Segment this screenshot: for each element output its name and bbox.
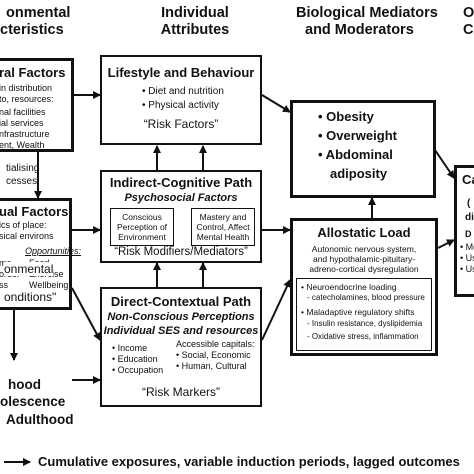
allostatic-desc-2: and hypothalamic-pituitary-	[312, 254, 416, 264]
between-text-2: cesses	[6, 176, 38, 187]
direct-right-label: Accessible capitals:	[176, 339, 255, 349]
conscious-line-1: Conscious	[122, 212, 162, 222]
structural-line-4: ial services	[0, 118, 44, 128]
arrow-direct-to-allostatic	[261, 279, 291, 341]
direct-subtitle-2: Individual SES and resources	[103, 325, 259, 337]
lifecourse-line1: hood	[8, 377, 41, 392]
structural-line-5: nfrastructure	[0, 129, 50, 139]
header-individual-line1: Individual	[161, 5, 229, 21]
individual-line-2: sical environs	[0, 231, 54, 241]
allostatic-item-5: - Oxidative stress, inflammation	[307, 332, 419, 341]
outcome-line-3: D	[465, 229, 472, 239]
direct-left-item-3: • Occupation	[112, 365, 164, 375]
outcome-line-2: di	[465, 212, 474, 223]
obesity-item-3: • Abdominal	[318, 147, 393, 162]
outcome-line-5: • Us	[460, 253, 474, 263]
allostatic-load-box: Allostatic Load Autonomic nervous system…	[290, 218, 438, 356]
obesity-item-4: adiposity	[330, 166, 388, 181]
indirect-subtitle: Psychosocial Factors	[124, 192, 238, 204]
mastery-line-1: Mastery and	[199, 212, 247, 222]
indirect-path-box: Indirect-Cognitive Path Psychosocial Fac…	[100, 170, 262, 263]
direct-right-item-2: • Human, Cultural	[176, 361, 247, 371]
structural-line-3: nal facilities	[0, 107, 46, 117]
lifestyle-title: Lifestyle and Behaviour	[107, 65, 255, 80]
arrow-factors-to-direct	[71, 287, 101, 341]
lifecourse-line2: olescence	[0, 394, 66, 409]
direct-left-item-2: • Education	[112, 354, 158, 364]
allostatic-item-3: • Maladaptive regulatory shifts	[301, 307, 415, 317]
lifestyle-item-2: • Physical activity	[142, 100, 219, 111]
structural-line-6: ent, Wealth	[0, 140, 45, 150]
allostatic-item-1: • Neuroendocrine loading	[301, 282, 397, 292]
lifestyle-box: Lifestyle and Behaviour • Diet and nutri…	[100, 55, 262, 145]
arrow-lifestyle-to-obesity	[261, 94, 291, 113]
outcome-box: Ca ( di D • Me • Us • Us	[454, 165, 474, 297]
direct-path-box: Direct-Contextual Path Non-Conscious Per…	[100, 287, 262, 407]
direct-right-item-1: • Social, Economic	[176, 350, 251, 360]
structural-factors-title: ral Factors	[0, 65, 66, 80]
allostatic-inner-box: • Neuroendocrine loading - catecholamine…	[296, 278, 432, 351]
lifestyle-item-1: • Diet and nutrition	[142, 86, 224, 97]
obesity-item-1: • Obesity	[318, 109, 374, 124]
outcome-line-1: (	[467, 198, 471, 209]
mastery-control-box: Mastery and Control, Affect Mental Healt…	[191, 208, 255, 246]
header-environmental-line2: cteristics	[0, 22, 64, 38]
obesity-item-2: • Overweight	[318, 128, 397, 143]
obesity-box: • Obesity • Overweight • Abdominal adipo…	[290, 100, 436, 198]
structural-factors-box: ral Factors in distribution to, resource…	[0, 58, 74, 152]
mastery-line-3: Mental Health	[196, 232, 250, 242]
individual-factors-title: ual Factors	[0, 204, 69, 219]
header-biological-line2: and Moderators	[305, 22, 414, 38]
lifestyle-tag: “Risk Factors”	[143, 117, 219, 131]
header-environmental-line1: onmental	[6, 5, 71, 21]
allostatic-desc-1: Autonomic nervous system,	[311, 244, 417, 254]
env-conditions-line2: onditions"	[4, 290, 57, 304]
indirect-tag: “Risk Modifiers/Mediators”	[114, 246, 248, 258]
header-outcomes-line2: C	[463, 22, 474, 38]
opportunities-label: Opportunities:	[25, 246, 82, 256]
arrow-allostatic-to-outcome	[437, 239, 455, 249]
allostatic-title: Allostatic Load	[317, 225, 411, 240]
conscious-line-2: Perception of	[116, 222, 168, 232]
opp-row3-col2: Wellbeing	[29, 280, 69, 290]
allostatic-item-2: - catecholamines, blood pressure	[307, 293, 425, 302]
structural-line-1: in distribution	[0, 83, 53, 93]
outcome-line-4: • Me	[460, 242, 474, 252]
structural-line-2: to, resources:	[0, 94, 54, 104]
lifecourse-line3: Adulthood	[6, 412, 74, 427]
indirect-title: Indirect-Cognitive Path	[109, 175, 253, 190]
header-biological-line1: Biological Mediators	[296, 5, 438, 21]
opp-row3-col1: ss	[0, 280, 8, 290]
mastery-line-2: Control, Affect	[196, 222, 250, 232]
outcome-title: Ca	[462, 172, 474, 187]
conscious-perception-box: Conscious Perception of Environment	[110, 208, 174, 246]
header-outcomes-line1: O	[463, 5, 474, 21]
direct-title: Direct-Contextual Path	[110, 294, 252, 309]
individual-line-1: ics of place:	[0, 220, 47, 230]
env-conditions-line1: onmental	[4, 262, 54, 276]
allostatic-item-4: - Insulin resistance, dyslipidemia	[307, 319, 423, 328]
footer-caption: Cumulative exposures, variable induction…	[38, 454, 460, 469]
allostatic-desc-3: adreno-cortical dysregulation	[309, 264, 419, 274]
direct-tag: “Risk Markers”	[142, 385, 220, 399]
direct-left-item-1: • Income	[112, 343, 148, 353]
header-individual-line2: Attributes	[160, 22, 230, 38]
direct-subtitle-1: Non-Conscious Perceptions	[107, 311, 255, 323]
outcome-line-6: • Us	[460, 264, 474, 274]
between-text-1: tialising	[6, 163, 40, 174]
conscious-line-3: Environment	[118, 232, 166, 242]
arrow-obesity-to-outcome	[434, 149, 455, 179]
